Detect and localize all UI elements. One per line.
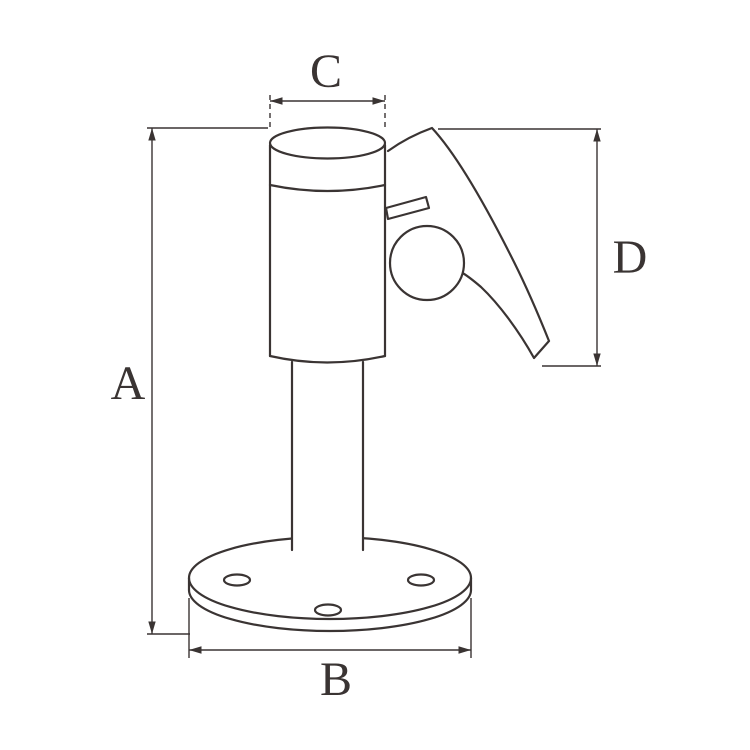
dimensions [147, 95, 601, 658]
pivot-boss [388, 224, 466, 302]
dimension-label-d: D [613, 231, 648, 284]
flange-bottom-edge [187, 588, 473, 633]
stem-post [290, 360, 365, 552]
body-cylinder [268, 143, 387, 364]
latch-tab [384, 195, 431, 221]
dimension-c [269, 95, 386, 131]
bolt-hole-front [313, 603, 343, 617]
part-drawing [187, 126, 551, 633]
bolt-hole-right [406, 573, 436, 587]
top-cap-face [268, 126, 387, 160]
top-cap-rim [268, 183, 387, 193]
cylinder-face [270, 148, 385, 358]
handle-blade-face [388, 128, 549, 358]
dimension-label-a: A [111, 357, 146, 410]
dimension-label-c: C [310, 45, 342, 98]
top-cap [268, 126, 387, 193]
cylinder-shoulder [268, 354, 387, 364]
dimension-labels: A B C D [111, 45, 648, 706]
base-flange [187, 535, 473, 633]
dimension-a [147, 127, 268, 635]
dimension-label-b: B [320, 653, 352, 706]
handle-blade-outline [386, 126, 551, 360]
dimension-b [188, 598, 472, 658]
lever-handle [384, 126, 551, 360]
stem-face [292, 360, 363, 550]
bolt-hole-left [222, 573, 252, 587]
dimension-d [438, 128, 601, 367]
